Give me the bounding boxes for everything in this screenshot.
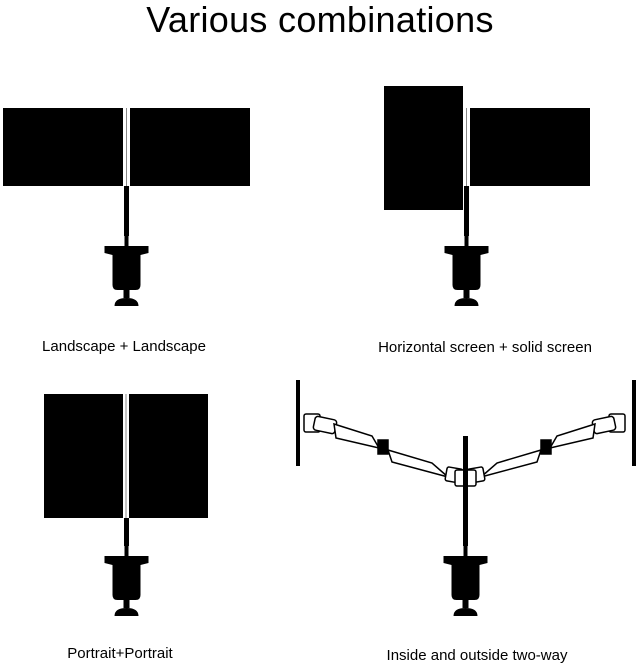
right-portrait-monitor — [129, 394, 208, 518]
portrait-portrait-illustration — [44, 394, 208, 616]
left-monitor-edge — [296, 380, 300, 466]
right-arm — [466, 413, 626, 484]
right-monitor-edge — [632, 380, 636, 466]
wide-monitor — [470, 108, 590, 186]
left-portrait-monitor — [44, 394, 123, 518]
caption-horizontal-solid: Horizontal screen + solid screen — [378, 339, 592, 356]
pole — [124, 186, 129, 236]
pole — [464, 186, 469, 236]
tall-monitor — [384, 86, 463, 210]
landscape-landscape-illustration — [3, 108, 250, 306]
caption-landscape-landscape: Landscape + Landscape — [42, 338, 206, 355]
left-monitor — [3, 108, 123, 186]
caption-inside-outside: Inside and outside two-way — [386, 647, 568, 664]
desk-clamp — [104, 236, 149, 306]
horizontal-solid-illustration — [384, 86, 590, 306]
caption-portrait-portrait: Portrait+Portrait — [67, 645, 173, 662]
two-way-arm-illustration — [296, 380, 636, 616]
desk-clamp — [104, 546, 149, 616]
pole — [124, 518, 129, 546]
left-arm — [303, 413, 464, 484]
desk-clamp — [444, 236, 489, 306]
page-title: Various combinations — [146, 0, 494, 40]
right-monitor — [130, 108, 250, 186]
desk-clamp — [443, 546, 488, 616]
pole — [463, 436, 468, 546]
